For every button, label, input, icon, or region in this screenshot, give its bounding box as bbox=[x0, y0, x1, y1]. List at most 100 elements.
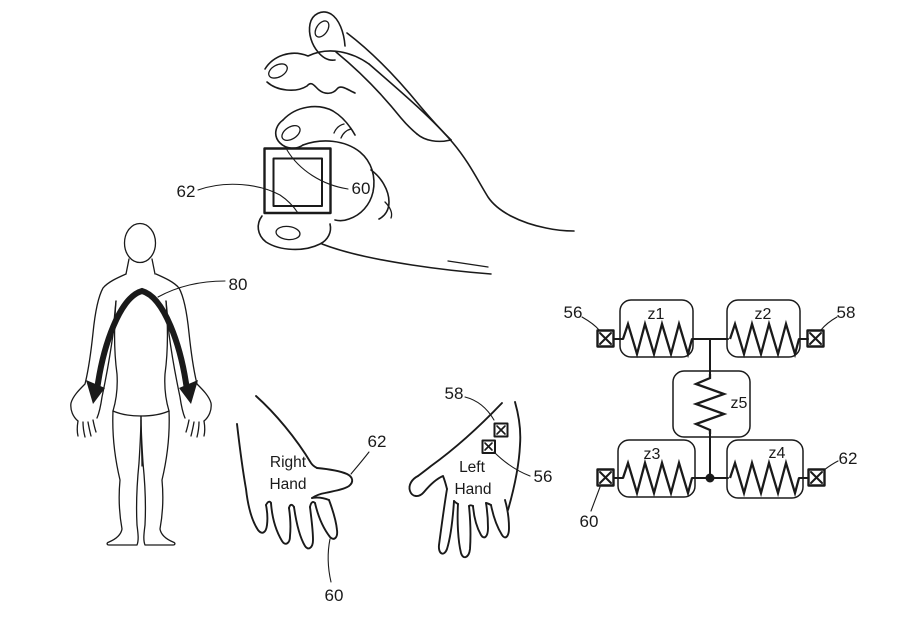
electrode-upper-x-mark bbox=[496, 425, 506, 435]
hand-top-edge bbox=[255, 395, 318, 469]
resistor-z5 bbox=[692, 374, 728, 434]
thumb-outline bbox=[408, 475, 448, 497]
palm-bump bbox=[370, 169, 390, 220]
impedance-label-z3: z3 bbox=[644, 446, 661, 463]
right-arm-outer bbox=[155, 273, 212, 422]
neck-right bbox=[151, 258, 156, 275]
ref-numeral-58: 58 bbox=[445, 384, 464, 403]
pinching-finger-top-edge bbox=[282, 105, 356, 136]
hand-left-edge-and-pinky bbox=[236, 423, 269, 534]
arrowhead-right bbox=[179, 380, 198, 404]
impedance-box-z1 bbox=[619, 299, 694, 358]
resistor-z2 bbox=[728, 319, 801, 359]
resistor-z4 bbox=[728, 458, 801, 498]
ring-finger bbox=[472, 502, 489, 539]
left-arm-outer bbox=[70, 273, 127, 422]
impedance-label-z5: z5 bbox=[731, 395, 748, 412]
thumbnail bbox=[275, 225, 301, 241]
neck-left bbox=[125, 258, 130, 275]
terminal-bottom-right bbox=[807, 468, 826, 487]
finger-webbing bbox=[453, 500, 492, 507]
forearm-and-pinky-edge bbox=[507, 401, 522, 511]
palm-bump-crease bbox=[384, 201, 393, 219]
curled-finger-top-edge bbox=[264, 50, 370, 70]
leader-line-58 bbox=[820, 316, 838, 331]
electrode-lower-x-mark bbox=[484, 442, 493, 451]
right-hand-title-line2: Hand bbox=[269, 476, 306, 493]
wrist-crease bbox=[447, 260, 489, 268]
skin-crease-ticks bbox=[333, 123, 352, 139]
impedance-box-z2 bbox=[726, 299, 801, 358]
right-leg bbox=[140, 410, 176, 546]
leader-line-62 bbox=[197, 183, 299, 214]
finger-webbing bbox=[265, 496, 330, 509]
fingernail bbox=[268, 63, 288, 79]
body-figure: 80 bbox=[70, 222, 247, 546]
ref-numeral-56: 56 bbox=[534, 467, 553, 486]
index-finger bbox=[314, 499, 339, 540]
ref-numeral-62: 62 bbox=[839, 449, 858, 468]
terminal-top-left-x bbox=[599, 332, 612, 345]
impedance-box-z3 bbox=[617, 439, 696, 498]
leader-line-60 bbox=[590, 486, 601, 512]
terminal-top-right bbox=[806, 329, 825, 348]
leader-line-56 bbox=[493, 451, 531, 477]
terminal-top-right-x bbox=[809, 332, 822, 345]
curled-knuckles-bump bbox=[302, 140, 375, 222]
impedance-box-z4 bbox=[726, 439, 804, 499]
palm-bottom-edge bbox=[321, 243, 492, 275]
impedance-label-z2: z2 bbox=[755, 306, 772, 323]
leader-line-62 bbox=[823, 460, 839, 471]
resistor-z3 bbox=[621, 458, 694, 498]
left-hand-figure: Left Hand 58 56 bbox=[408, 384, 553, 559]
leader-line-62 bbox=[350, 451, 370, 475]
knuckle-wave bbox=[266, 81, 356, 95]
ref-numeral-60: 60 bbox=[352, 179, 371, 198]
resistor-z1 bbox=[621, 319, 694, 359]
ref-numeral-62: 62 bbox=[177, 182, 196, 201]
left-hand-fingers bbox=[76, 419, 97, 438]
right-hand-figure: Right Hand 62 60 bbox=[236, 395, 386, 605]
leader-line-56 bbox=[581, 316, 600, 331]
terminal-bottom-right-x bbox=[810, 471, 823, 484]
ref-numeral-60: 60 bbox=[580, 512, 599, 531]
middle-finger bbox=[456, 503, 472, 559]
thumb-outline bbox=[257, 215, 332, 251]
electrode-upper bbox=[493, 422, 509, 438]
right-hand-fingers bbox=[185, 419, 206, 438]
ref-numeral-60: 60 bbox=[325, 586, 344, 605]
sweep-arrow-arc bbox=[94, 287, 190, 393]
fingernail bbox=[314, 20, 330, 38]
terminal-bottom-left bbox=[596, 468, 615, 487]
leader-line-60 bbox=[327, 538, 332, 583]
pinching-hand-figure: 62 60 bbox=[177, 11, 575, 275]
ring-finger bbox=[270, 502, 292, 545]
impedance-box-z5 bbox=[672, 370, 751, 438]
index-finger bbox=[437, 488, 455, 555]
curled-fingertip-outline bbox=[308, 11, 346, 61]
left-leg bbox=[106, 410, 142, 546]
terminal-bottom-left-x bbox=[599, 471, 612, 484]
thumb-outline bbox=[311, 467, 354, 499]
terminal-top-left bbox=[596, 329, 615, 348]
ref-numeral-58: 58 bbox=[837, 303, 856, 322]
hand-back-and-wrist-edge bbox=[368, 63, 575, 232]
arrowhead-left bbox=[86, 380, 105, 404]
hand-top-edge bbox=[417, 402, 503, 477]
straight-finger-bottom-edge bbox=[335, 51, 418, 135]
crotch-line bbox=[112, 410, 170, 467]
fingernail bbox=[281, 125, 301, 141]
left-hand-title-line1: Left bbox=[459, 459, 486, 476]
left-hand-title-line2: Hand bbox=[454, 481, 491, 498]
leader-line-58 bbox=[464, 396, 495, 421]
straight-finger-tip bbox=[416, 133, 452, 143]
middle-finger bbox=[293, 506, 314, 550]
impedance-label-z1: z1 bbox=[648, 306, 665, 323]
pinky-finger bbox=[490, 499, 510, 539]
device-inner-square bbox=[272, 157, 323, 207]
head bbox=[123, 222, 157, 264]
leader-line-80 bbox=[157, 280, 226, 298]
junction-dot bbox=[705, 473, 715, 483]
